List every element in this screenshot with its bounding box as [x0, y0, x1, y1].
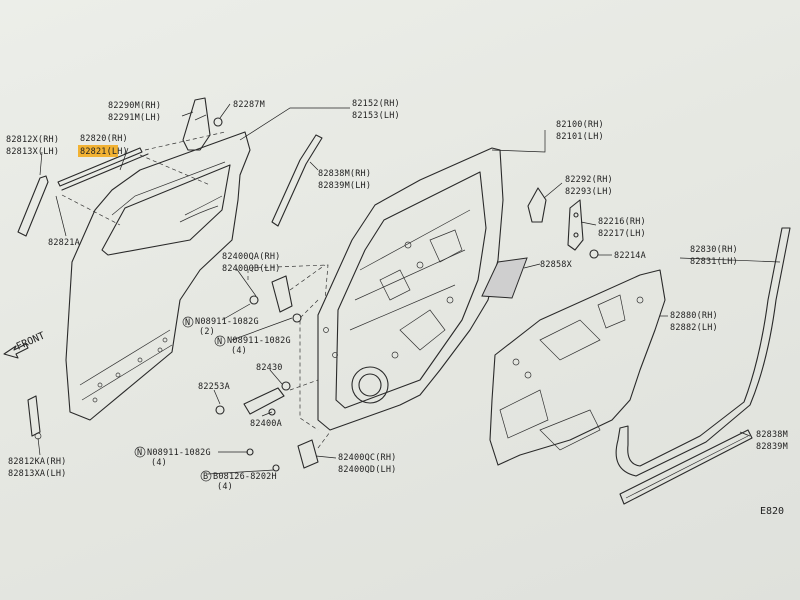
svg-text:N: N	[217, 337, 222, 347]
label-diagram-code: E820	[760, 506, 784, 517]
label-82101-lh: 82101(LH)	[556, 132, 604, 142]
label-82214a: 82214A	[614, 251, 646, 261]
label-82290m-rh: 82290M(RH)	[108, 101, 161, 111]
label-82813x-lh: 82813X(LH)	[6, 147, 59, 157]
side-trim-strip	[17, 175, 49, 237]
circle-n-icon: N	[214, 335, 226, 347]
svg-text:N: N	[185, 318, 190, 328]
label-82100-rh: 82100(RH)	[556, 120, 604, 130]
label-82812x-rh: 82812X(RH)	[6, 135, 59, 145]
label-82400qd-lh: 82400QD(LH)	[338, 465, 397, 475]
check-link-82430	[215, 379, 319, 416]
label-82400qa-rh: 82400QA(RH)	[222, 252, 281, 262]
label-82821a: 82821A	[48, 238, 80, 248]
window-molding-strip	[57, 131, 226, 226]
leader-lines	[37, 103, 781, 475]
lower-molding	[27, 395, 42, 440]
label-bolt-qty-c: (4)	[151, 458, 167, 468]
front-arrow-icon	[3, 343, 29, 359]
highlight-marker	[78, 145, 118, 157]
label-82882-lh: 82882(LH)	[670, 323, 718, 333]
label-82430: 82430	[256, 363, 283, 373]
label-82293-lh: 82293(LH)	[565, 187, 613, 197]
window-run-strip	[271, 134, 323, 227]
label-bolt-qty-a: (2)	[199, 327, 215, 337]
label-82400qb-lh: 82400QB(LH)	[222, 264, 281, 274]
corner-piece-82292	[527, 187, 547, 223]
label-82216-rh: 82216(RH)	[598, 217, 646, 227]
inner-door-frame	[299, 147, 504, 431]
label-82839m-lh: 82839M(LH)	[318, 181, 371, 191]
sash-bracket	[182, 97, 211, 151]
svg-text:B: B	[203, 472, 208, 482]
circle-n-icon: N	[182, 316, 194, 328]
label-bolt-08911-a: N08911-1082G	[195, 317, 259, 327]
hinge-bracket-82216	[567, 199, 584, 251]
label-82830-rh: 82830(RH)	[690, 245, 738, 255]
sealing-screen	[481, 257, 528, 299]
label-82838m: 82838M	[756, 430, 788, 440]
circle-n-icon: N	[134, 446, 146, 458]
label-82821-lh: 82821(LH)	[80, 147, 128, 157]
label-82287m: 82287M	[233, 100, 265, 110]
sill-strip	[619, 429, 753, 505]
svg-text:N: N	[137, 448, 142, 458]
label-82880-rh: 82880(RH)	[670, 311, 718, 321]
weatherstrip	[615, 227, 791, 477]
label-82217-lh: 82217(LH)	[598, 229, 646, 239]
label-82820-rh: 82820(RH)	[80, 134, 128, 144]
label-82253a: 82253A	[198, 382, 230, 392]
label-82292-rh: 82292(RH)	[565, 175, 613, 185]
hinge-82400qa	[249, 264, 326, 323]
label-82858x: 82858X	[540, 260, 573, 270]
door-trim-panel	[489, 269, 666, 466]
label-82152-rh: 82152(RH)	[352, 99, 400, 109]
outer-door-panel	[65, 131, 251, 421]
circle-b-icon: B	[200, 470, 212, 482]
label-82291m-lh: 82291M(LH)	[108, 113, 161, 123]
label-82838m-rh: 82838M(RH)	[318, 169, 371, 179]
bolt-82214a	[589, 249, 599, 259]
label-bolt-qty-d: (4)	[217, 482, 233, 492]
label-bolt-qty-b: (4)	[231, 346, 247, 356]
label-82400qc-rh: 82400QC(RH)	[338, 453, 397, 463]
label-82153-lh: 82153(LH)	[352, 111, 400, 121]
hinge-82400qc	[246, 431, 331, 472]
label-82831-lh: 82831(LH)	[690, 257, 738, 267]
label-82400a: 82400A	[250, 419, 282, 429]
clip-82287m	[213, 117, 223, 127]
label-82839m: 82839M	[756, 442, 788, 452]
label-bolt-08911-b: N08911-1082G	[227, 336, 291, 346]
label-bolt-08911-c: N08911-1082G	[147, 448, 211, 458]
label-front: FRONT	[15, 330, 47, 352]
label-82813xa-lh: 82813XA(LH)	[8, 469, 67, 479]
hinge-cluster-frame	[247, 264, 329, 301]
label-bolt-08126: B08126-8202H	[213, 472, 277, 482]
label-82812ka-rh: 82812KA(RH)	[8, 457, 67, 467]
